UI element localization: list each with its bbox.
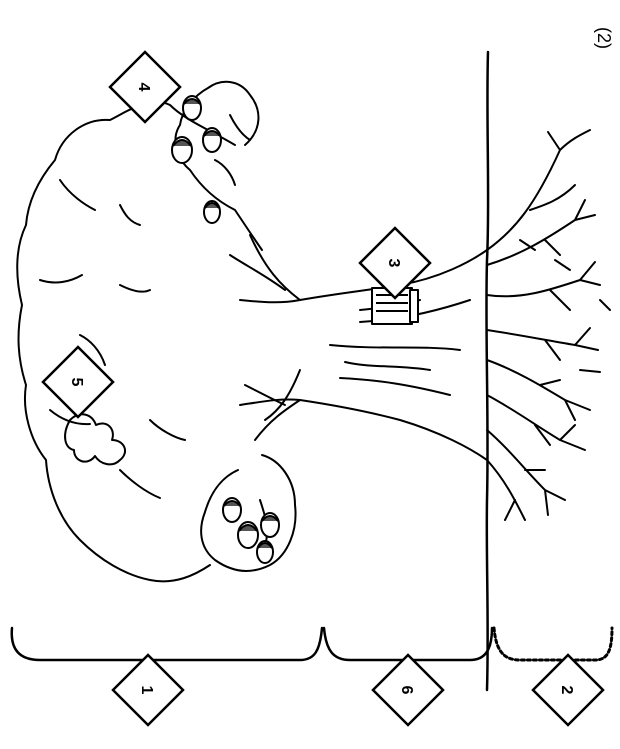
label-6-marker: 6 [373,655,443,725]
crown-illustration [17,82,295,582]
roots-illustration [487,130,610,520]
page-number: (2) [594,27,614,49]
label-4-text: 4 [135,83,152,92]
label-2-text: 2 [558,686,575,695]
acorns-top-illustration [172,96,221,223]
label-5-text: 5 [68,378,85,387]
bracket-crown [12,628,322,660]
label-3-marker: 3 [360,228,430,298]
label-1-text: 1 [138,686,155,695]
bracket-roots [494,628,612,660]
trunk-illustration [230,235,487,460]
label-3-text: 3 [385,259,402,268]
acorns-bottom-illustration [223,498,279,563]
label-1-marker: 1 [113,655,183,725]
label-2-marker: 2 [533,655,603,725]
ground-line [486,52,488,690]
label-6-text: 6 [398,686,415,695]
label-4-marker: 4 [110,52,180,122]
